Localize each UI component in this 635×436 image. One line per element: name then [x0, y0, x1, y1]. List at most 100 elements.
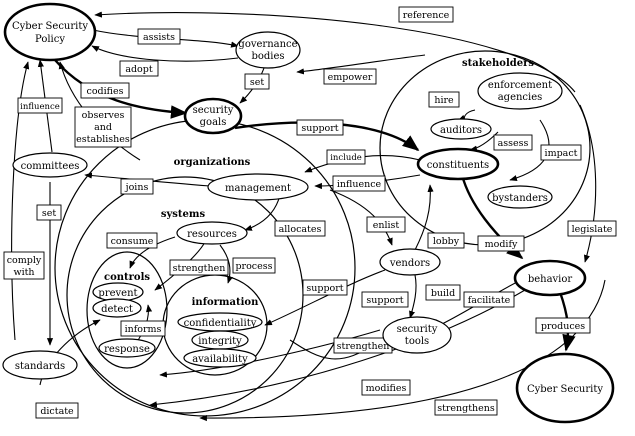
label-produces: produces [541, 321, 585, 332]
edge-comply-with [11, 61, 30, 341]
node-constituents-label: constituents [427, 160, 489, 171]
node-committees[interactable] [12, 152, 88, 178]
label-box-hire [428, 91, 460, 108]
node-resources[interactable] [176, 221, 248, 245]
label-box-codifies [80, 82, 130, 99]
edge-support-vendors [159, 329, 381, 378]
nodes: Cyber Security Policy governance bodies … [2, 2, 615, 424]
node-resources-label: resources [187, 229, 237, 240]
node-auditors[interactable] [430, 118, 492, 140]
node-bystanders[interactable] [487, 185, 553, 209]
edge-support-info [264, 269, 386, 326]
label-box-set-goals [244, 73, 270, 90]
node-standards[interactable] [2, 350, 78, 380]
edge-consume [129, 236, 176, 269]
node-confidentiality-label: confidentiality [184, 318, 257, 329]
label-box-include [326, 149, 366, 165]
edge-allocates [244, 194, 281, 231]
node-governance-bodies-label-1: governance [238, 39, 297, 50]
edge-process [219, 244, 233, 284]
node-enforcement-agencies[interactable] [477, 72, 563, 110]
label-adopt: adopt [125, 64, 153, 75]
node-cyber-security[interactable] [515, 352, 615, 424]
node-prevent-label: prevent [98, 288, 137, 299]
node-vendors-label: vendors [389, 258, 430, 269]
label-lobby: lobby [433, 236, 460, 247]
label-support-info: support [306, 283, 343, 294]
node-management[interactable] [207, 173, 309, 201]
label-strengthen-res: strengthen [173, 263, 226, 274]
node-security-goals-label-2: goals [200, 117, 227, 128]
label-box-comply-with [3, 251, 45, 280]
node-governance-bodies-label-2: bodies [251, 51, 284, 62]
node-behavior[interactable] [513, 259, 587, 297]
label-allocates: allocates [279, 224, 322, 235]
controls-region [86, 251, 168, 369]
information-label: information [192, 297, 259, 308]
label-comply-with-1: comply [7, 255, 42, 266]
label-support-goals: support [301, 123, 338, 134]
label-impact: impact [545, 148, 578, 159]
label-influence-left: influence [20, 102, 60, 112]
node-cyber-security-policy[interactable] [3, 2, 97, 62]
label-strengthen-tools: strengthen [337, 341, 390, 352]
edge-modifies [149, 289, 526, 408]
label-box-strengthen-res [169, 259, 229, 276]
node-detect-label: detect [101, 304, 133, 315]
label-box-assess [493, 134, 533, 151]
node-security-tools[interactable] [382, 316, 452, 354]
node-integrity-label: integrity [198, 336, 242, 347]
label-observes-1: observes [82, 110, 125, 121]
label-box-modify [477, 235, 525, 252]
node-behavior-label: behavior [528, 274, 573, 285]
edge-labels: reference assists adopt codifies set emp… [3, 6, 617, 419]
node-response-label: response [104, 344, 150, 355]
node-availability-label: availability [192, 354, 248, 365]
node-availability[interactable] [183, 348, 257, 368]
label-set-goals: set [250, 77, 264, 88]
node-response[interactable] [98, 338, 156, 358]
node-bystanders-label: bystanders [492, 193, 548, 204]
edge-build [409, 274, 417, 319]
label-box-support-vendors [361, 291, 409, 308]
node-governance-bodies[interactable] [235, 31, 301, 69]
controls-label: controls [104, 272, 150, 283]
node-standards-label: standards [15, 361, 65, 372]
label-set-standards: set [42, 208, 56, 219]
label-build: build [431, 288, 455, 299]
edge-enlist [329, 189, 393, 246]
label-enlist: enlist [373, 220, 400, 231]
node-cyber-security-label: Cyber Security [527, 384, 603, 395]
label-box-modifies [361, 379, 411, 396]
label-box-joins [120, 178, 154, 195]
label-box-consume [106, 232, 158, 249]
label-box-legislate [567, 220, 617, 237]
label-modify: modify [485, 239, 518, 250]
label-box-empower [323, 68, 377, 85]
label-box-lobby [427, 232, 465, 249]
label-strengthens: strengthens [437, 403, 495, 414]
label-box-produces [535, 317, 591, 334]
node-committees-label: committees [21, 161, 80, 172]
label-consume: consume [111, 236, 154, 247]
node-cyber-security-policy-label-1: Cyber Security [12, 21, 88, 32]
node-security-goals-label-1: security [193, 105, 234, 116]
label-box-assists [137, 28, 181, 45]
systems-label: systems [161, 209, 206, 220]
edge-empower [296, 54, 426, 75]
label-reference: reference [403, 10, 450, 21]
label-box-support-goals [296, 119, 344, 136]
label-influence-mid: influence [337, 179, 382, 190]
label-dictate: dictate [40, 406, 74, 417]
label-box-build [425, 284, 461, 301]
node-constituents[interactable] [416, 147, 500, 181]
node-security-goals[interactable] [183, 97, 243, 135]
node-security-tools-label-1: security [397, 324, 438, 335]
label-joins: joins [125, 182, 149, 193]
node-vendors[interactable] [379, 248, 441, 276]
label-box-facilitate [463, 291, 515, 308]
label-assess: assess [498, 138, 529, 149]
node-detect[interactable] [92, 298, 142, 318]
label-legislate: legislate [572, 224, 613, 235]
